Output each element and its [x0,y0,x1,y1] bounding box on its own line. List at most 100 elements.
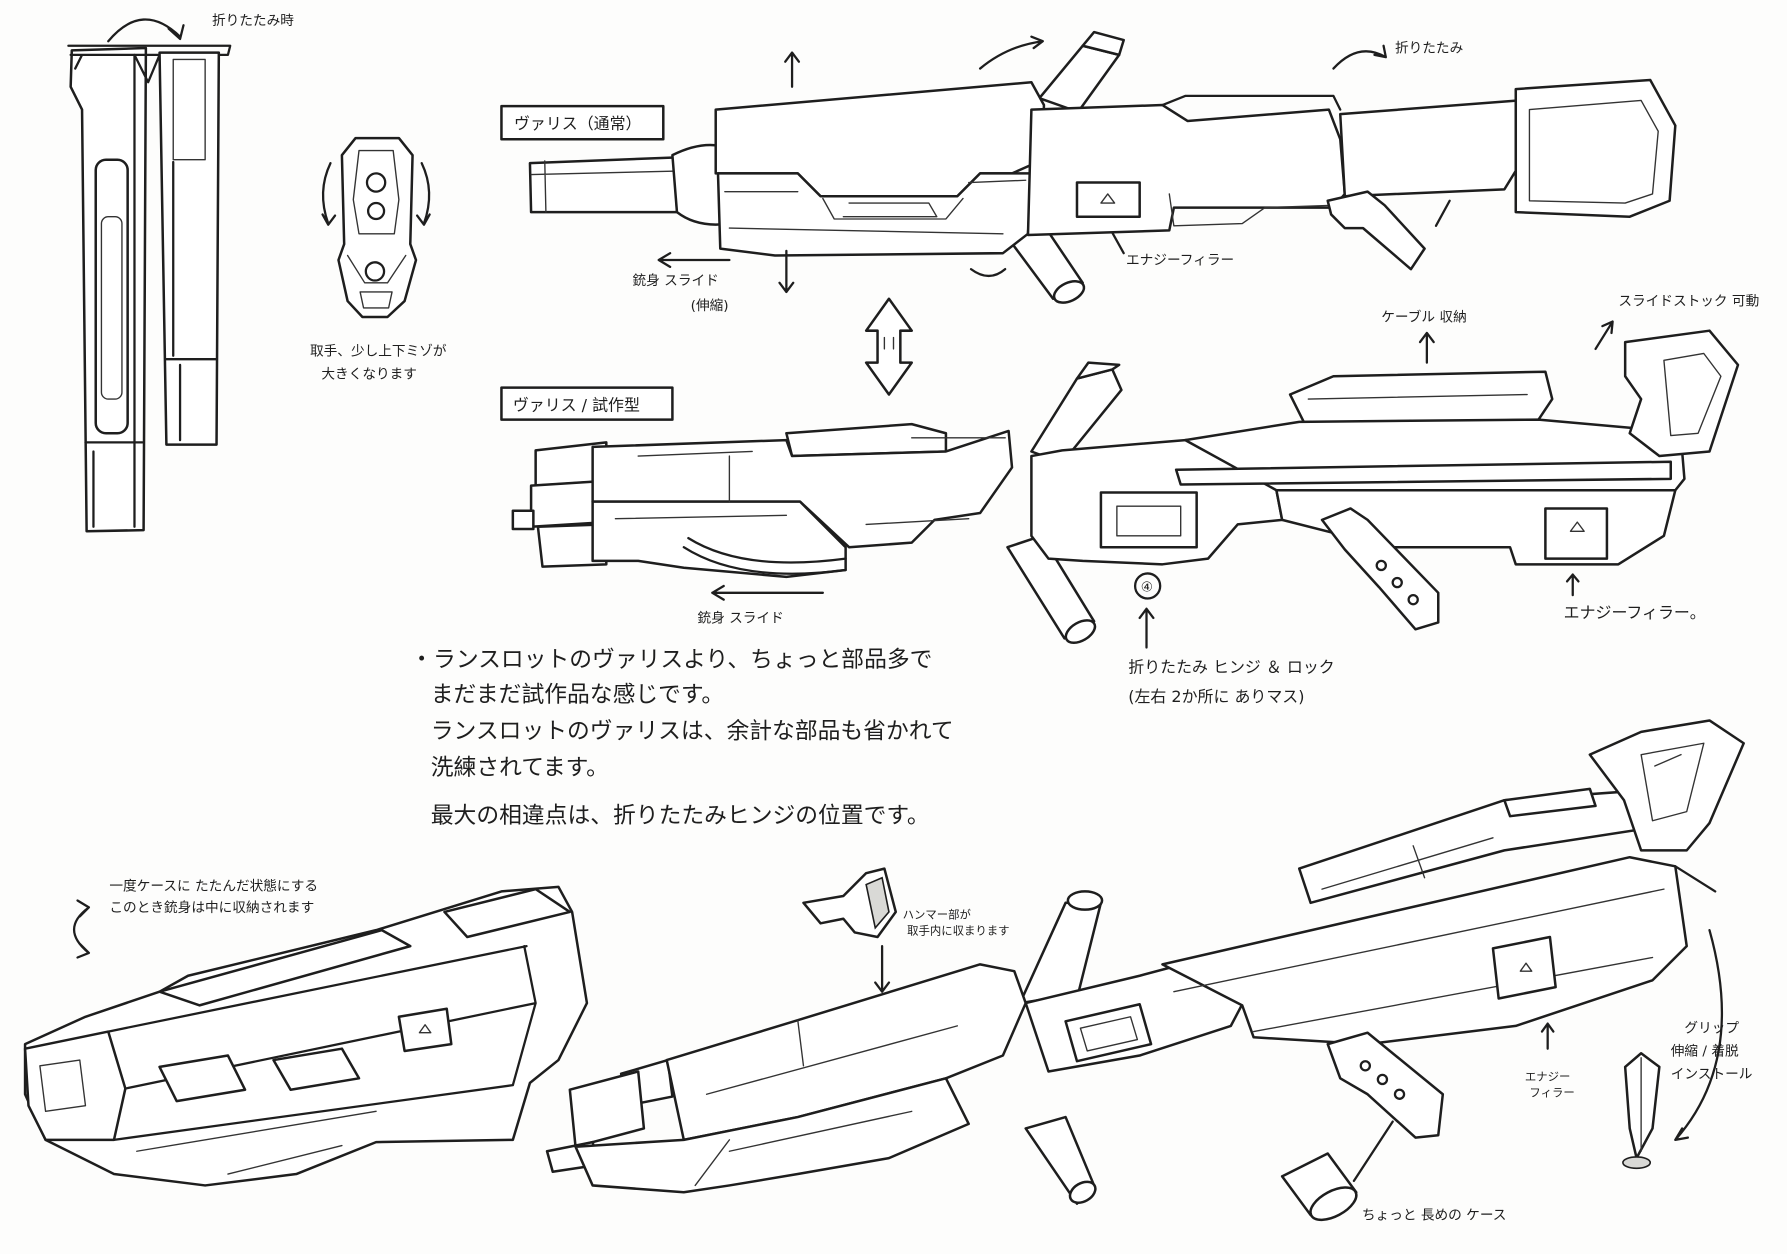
folded-case-front-window [39,1059,87,1113]
persp-filler-label-line1: エナジー [1525,1070,1571,1084]
prototype-filler-box-triangle [1569,521,1585,532]
prototype-cable-label: ケーブル 収納 [1381,309,1466,326]
prototype-title-box [500,386,674,421]
grip-note-line2: 大きくなります [321,367,417,383]
standard-down-arrow [778,249,795,294]
standard-lower-cartridge-cap [1052,280,1086,304]
standard-middle-body [1026,103,1347,237]
standard-filler-pointer [1111,231,1125,255]
persp-grip-hole-1 [1359,1060,1372,1072]
grip-left-rotate-arrow [321,162,337,226]
persp-top-rail-lines [1321,837,1494,890]
persp-stock [1588,719,1745,852]
prototype-grip-hole-3 [1407,593,1419,606]
double-arrow-marks [883,336,895,350]
comparison-double-arrow [864,297,913,396]
grip-lower-hole [364,261,386,282]
folded-perspective-view: 一度ケースに たたんだ状態にする このとき銃身は中に収納されます [23,878,589,1187]
standard-grip [1326,190,1426,271]
persp-grip-curve-arrow [1674,929,1723,1141]
prototype-cable-arrow [1418,331,1435,364]
folded-left-bottom-block [84,53,144,528]
persp-lower-cartridge-cap [1068,1180,1097,1204]
folded-case-note-line2: このとき銃身は中に収納されます [109,900,314,916]
persp-rear-box [1491,935,1557,1000]
grip-inner-plate [352,149,400,235]
grip-detail-sketch: 取手、少し上下ミゾが 大きくなります [310,136,447,383]
prototype-side-box-inner [1116,505,1182,537]
standard-stock-fold-arrow [1332,44,1387,70]
folded-top-cap [67,44,232,84]
prototype-long-slot [1174,460,1673,486]
main-design-note: ・ランスロットのヴァリスより、ちょっと部品多で まだまだ試作品な感じです。 ラン… [410,647,953,829]
grip-middle-hole [366,201,386,221]
prototype-barrel-label: 銃身 スライド [697,610,783,626]
standard-front-recess [822,197,964,220]
persp-stock-brace [1674,865,1717,893]
prototype-muzzle [511,509,535,531]
prototype-filler-box [1544,507,1609,560]
folded-case-note-line1: 一度ケースに たたんだ状態にする [109,878,318,894]
folded-case-box [397,1007,453,1053]
hinge-note-line1: 折りたたみ ヒンジ ＆ ロック [1128,658,1334,677]
prototype-front-lower-body [591,500,847,579]
prototype-grip-hole-2 [1391,576,1403,589]
double-arrow-shape [864,297,913,396]
persp-grip-label-line3: インストール [1671,1066,1753,1082]
main-note-line2: まだまだ試作品な感じです。 [431,682,724,708]
prototype-grip-hole-1 [1375,559,1387,572]
persp-case-note: ちょっと 長めの ケース [1362,1208,1507,1224]
prototype-filler-arrow [1565,573,1580,597]
prototype-title: ヴァリス / 試作型 [513,395,640,414]
standard-middle-top-rise [1161,94,1342,111]
standard-title: ヴァリス（通常） [514,114,642,133]
standard-stock-inner [1528,99,1659,204]
fold-curved-arrow [107,18,185,43]
hammer-note-line1: ハンマー部が [903,908,972,922]
hinge-note-line2: (左右 2か所に ありマス) [1128,687,1304,706]
rifle-standard-side-view: ヴァリス（通常） 銃身 スライド (伸縮) エナジーフィラー 折りたたみ [500,30,1677,314]
folded-right-window [172,58,206,161]
prototype-stock-inner [1663,352,1722,437]
prototype-upper-cartridge-cap [1075,361,1121,380]
standard-lower-tube-arrow [969,268,1007,278]
prototype-barrel-slide-arrow [711,584,824,601]
standard-upper-cartridge [1038,44,1121,114]
rifle-prototype-side-view: ヴァリス / 試作型 ④ [500,294,1759,706]
prototype-lower-cartridge [1006,534,1096,640]
persp-filler-label-line2: フィラー [1529,1086,1574,1100]
persp-upper-cartridge-cap [1066,890,1104,911]
standard-title-box [500,104,665,141]
persp-stock-inner [1640,742,1705,822]
standard-filler-box-triangle [1100,193,1116,204]
hinge-marker-circle [1133,572,1162,600]
prototype-stock-label: スライドストック 可動 [1618,294,1759,310]
folded-case-lower-lines [136,1110,377,1175]
folded-case-top-plate [158,928,412,1007]
hammer-sketch-shaded [865,876,890,930]
persp-rear-body [1161,855,1688,1046]
folded-case-rotate-arrow [73,899,91,959]
grip-right-rotate-arrow [415,162,431,226]
hammer-note-line2: 取手内に収まります [907,924,1009,938]
prototype-filler-label: エナジーフィラー。 [1564,603,1706,622]
persp-front-panel-lines [694,1019,959,1187]
main-note-line3: ランスロットのヴァリスは、余計な部品も省かれて [431,719,954,745]
folded-case-recess-2 [272,1047,361,1091]
persp-rear-body-lines [1173,888,1665,1033]
hinge-marker: ④ [1141,580,1153,596]
main-note-line1: ・ランスロットのヴァリスより、ちょっと部品多で [410,647,932,673]
prototype-stock [1623,329,1740,458]
persp-cylinder-pointer [1352,1120,1394,1183]
folded-top-view: 折りたたみ時 [67,13,294,533]
folded-left-slot [94,158,129,435]
folded-label: 折りたたみ時 [212,13,294,29]
standard-cartridge-arrow [978,35,1044,70]
standard-grip-arrow [1434,199,1451,227]
persp-middle-box-inner [1079,1016,1139,1052]
folded-case-box-triangle [418,1024,432,1034]
standard-upper-cartridge-cap [1081,30,1125,57]
prototype-stock-arrow [1594,320,1614,351]
prototype-barrel-bottom [536,523,608,568]
